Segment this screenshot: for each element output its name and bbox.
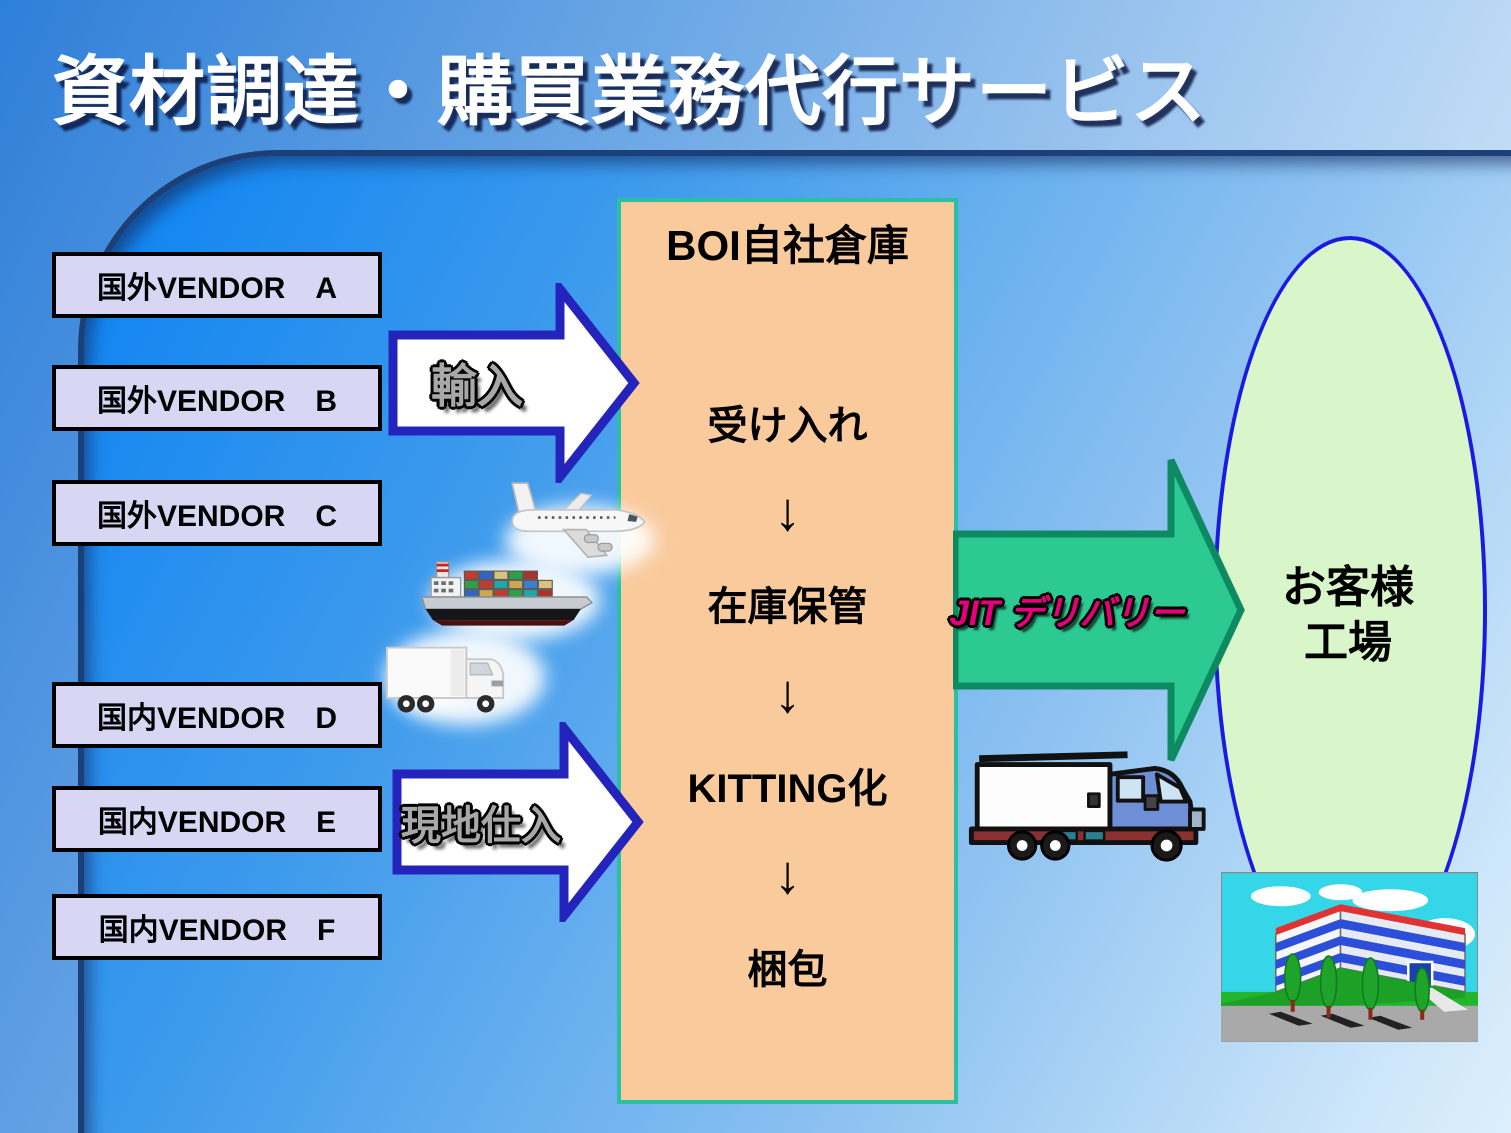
customer-factory-ellipse [1213,236,1487,984]
down-arrow-icon: ↓ [774,663,801,724]
airplane-icon [500,478,650,564]
customer-label-line2: 工場 [1304,618,1392,667]
vendor-label: 国外VENDOR C [96,500,337,533]
vendor-box-domestic-e: 国内VENDOR E [52,786,382,852]
jit-arrow-label: JIT デリバリー [949,593,1185,633]
down-arrow-icon: ↓ [774,482,801,543]
down-arrow-icon: ↓ [774,844,801,905]
process-step-storage: 在庫保管 [707,585,868,630]
page-title: 資材調達・購買業務代行サービス [52,50,1207,135]
vendor-label: 国外VENDOR A [96,272,337,305]
process-step-receiving: 受け入れ [707,404,868,448]
process-step-kitting: KITTING化 [687,766,888,811]
warehouse-box [617,198,958,1104]
customer-label-line1: お客様 [1282,563,1414,612]
vendor-label: 国内VENDOR E [97,806,337,839]
local-purchase-arrow: 現地仕入 [392,722,644,922]
delivery-truck-icon [383,636,509,728]
factory-building-icon [1221,872,1478,1042]
jit-truck-icon [962,745,1214,867]
vendor-label: 国内VENDOR D [96,702,337,735]
warehouse-title: BOI自社倉庫 [666,222,909,269]
vendor-box-overseas-b: 国外VENDOR B [52,365,382,431]
import-arrow: 輸入 [388,283,640,483]
customer-factory-label: お客様 工場 [1228,560,1468,670]
local-purchase-arrow-label: 現地仕入 [401,804,561,848]
process-step-packing: 梱包 [747,947,828,992]
vendor-box-overseas-c: 国外VENDOR C [52,480,382,546]
cargo-ship-icon [418,560,594,634]
vendor-box-overseas-a: 国外VENDOR A [52,252,382,318]
import-arrow-label: 輸入 [431,360,523,412]
vendor-box-domestic-f: 国内VENDOR F [52,894,382,960]
jit-delivery-arrow: JIT デリバリー [949,452,1245,768]
vendor-box-domestic-d: 国内VENDOR D [52,682,382,748]
vendor-label: 国外VENDOR B [96,385,337,418]
vendor-label: 国内VENDOR F [98,914,336,947]
warehouse-process-flow: 受け入れ ↓ 在庫保管 ↓ KITTING化 ↓ 梱包 [617,393,958,995]
